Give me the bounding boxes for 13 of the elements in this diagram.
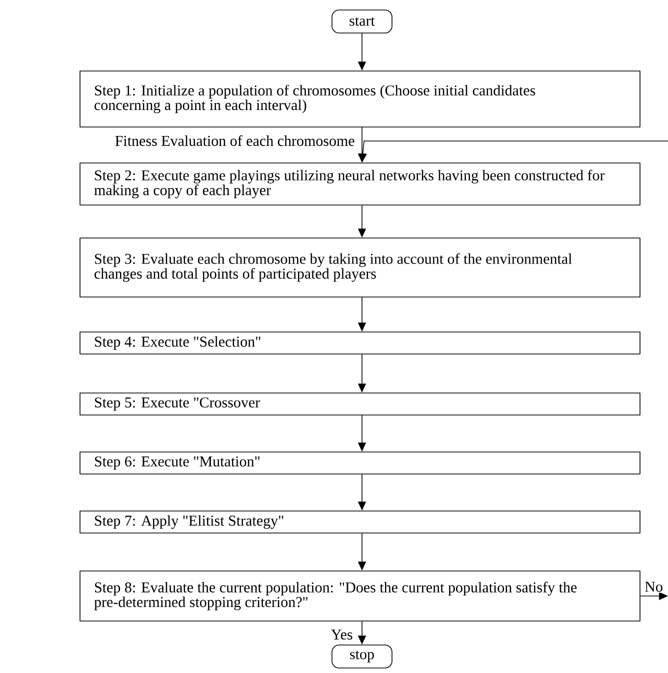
edge-label: Fitness Evaluation of each chromosome <box>115 135 354 146</box>
process-box: Step 6: Execute "Mutation" <box>80 452 640 474</box>
process-box: Step 7: Apply "Elitist Strategy" <box>80 510 640 534</box>
process-box: Step 2: Execute game playings utilizing neural networks having been constructed for making a copy of each player <box>80 162 640 206</box>
process-box: Step 5: Execute "Crossover <box>80 392 640 416</box>
terminal-box: stop <box>332 644 392 668</box>
process-box: Step 1: Initialize a population of chromosomes (Choose initial candidates concerning a point in each interval) <box>80 70 640 128</box>
edge-label: No <box>644 580 664 593</box>
edge-label: Yes <box>331 630 352 640</box>
process-box: Step 4: Execute "Selection" <box>80 332 640 354</box>
terminal-box: start <box>332 10 392 34</box>
process-box: Step 8: Evaluate the current population: "Does the current population satisfy the pre-determined stopping criterion?" <box>80 570 640 622</box>
process-box: Step 3: Evaluate each chromosome by taking into account of the environmental changes and total points of participated players <box>80 238 640 298</box>
